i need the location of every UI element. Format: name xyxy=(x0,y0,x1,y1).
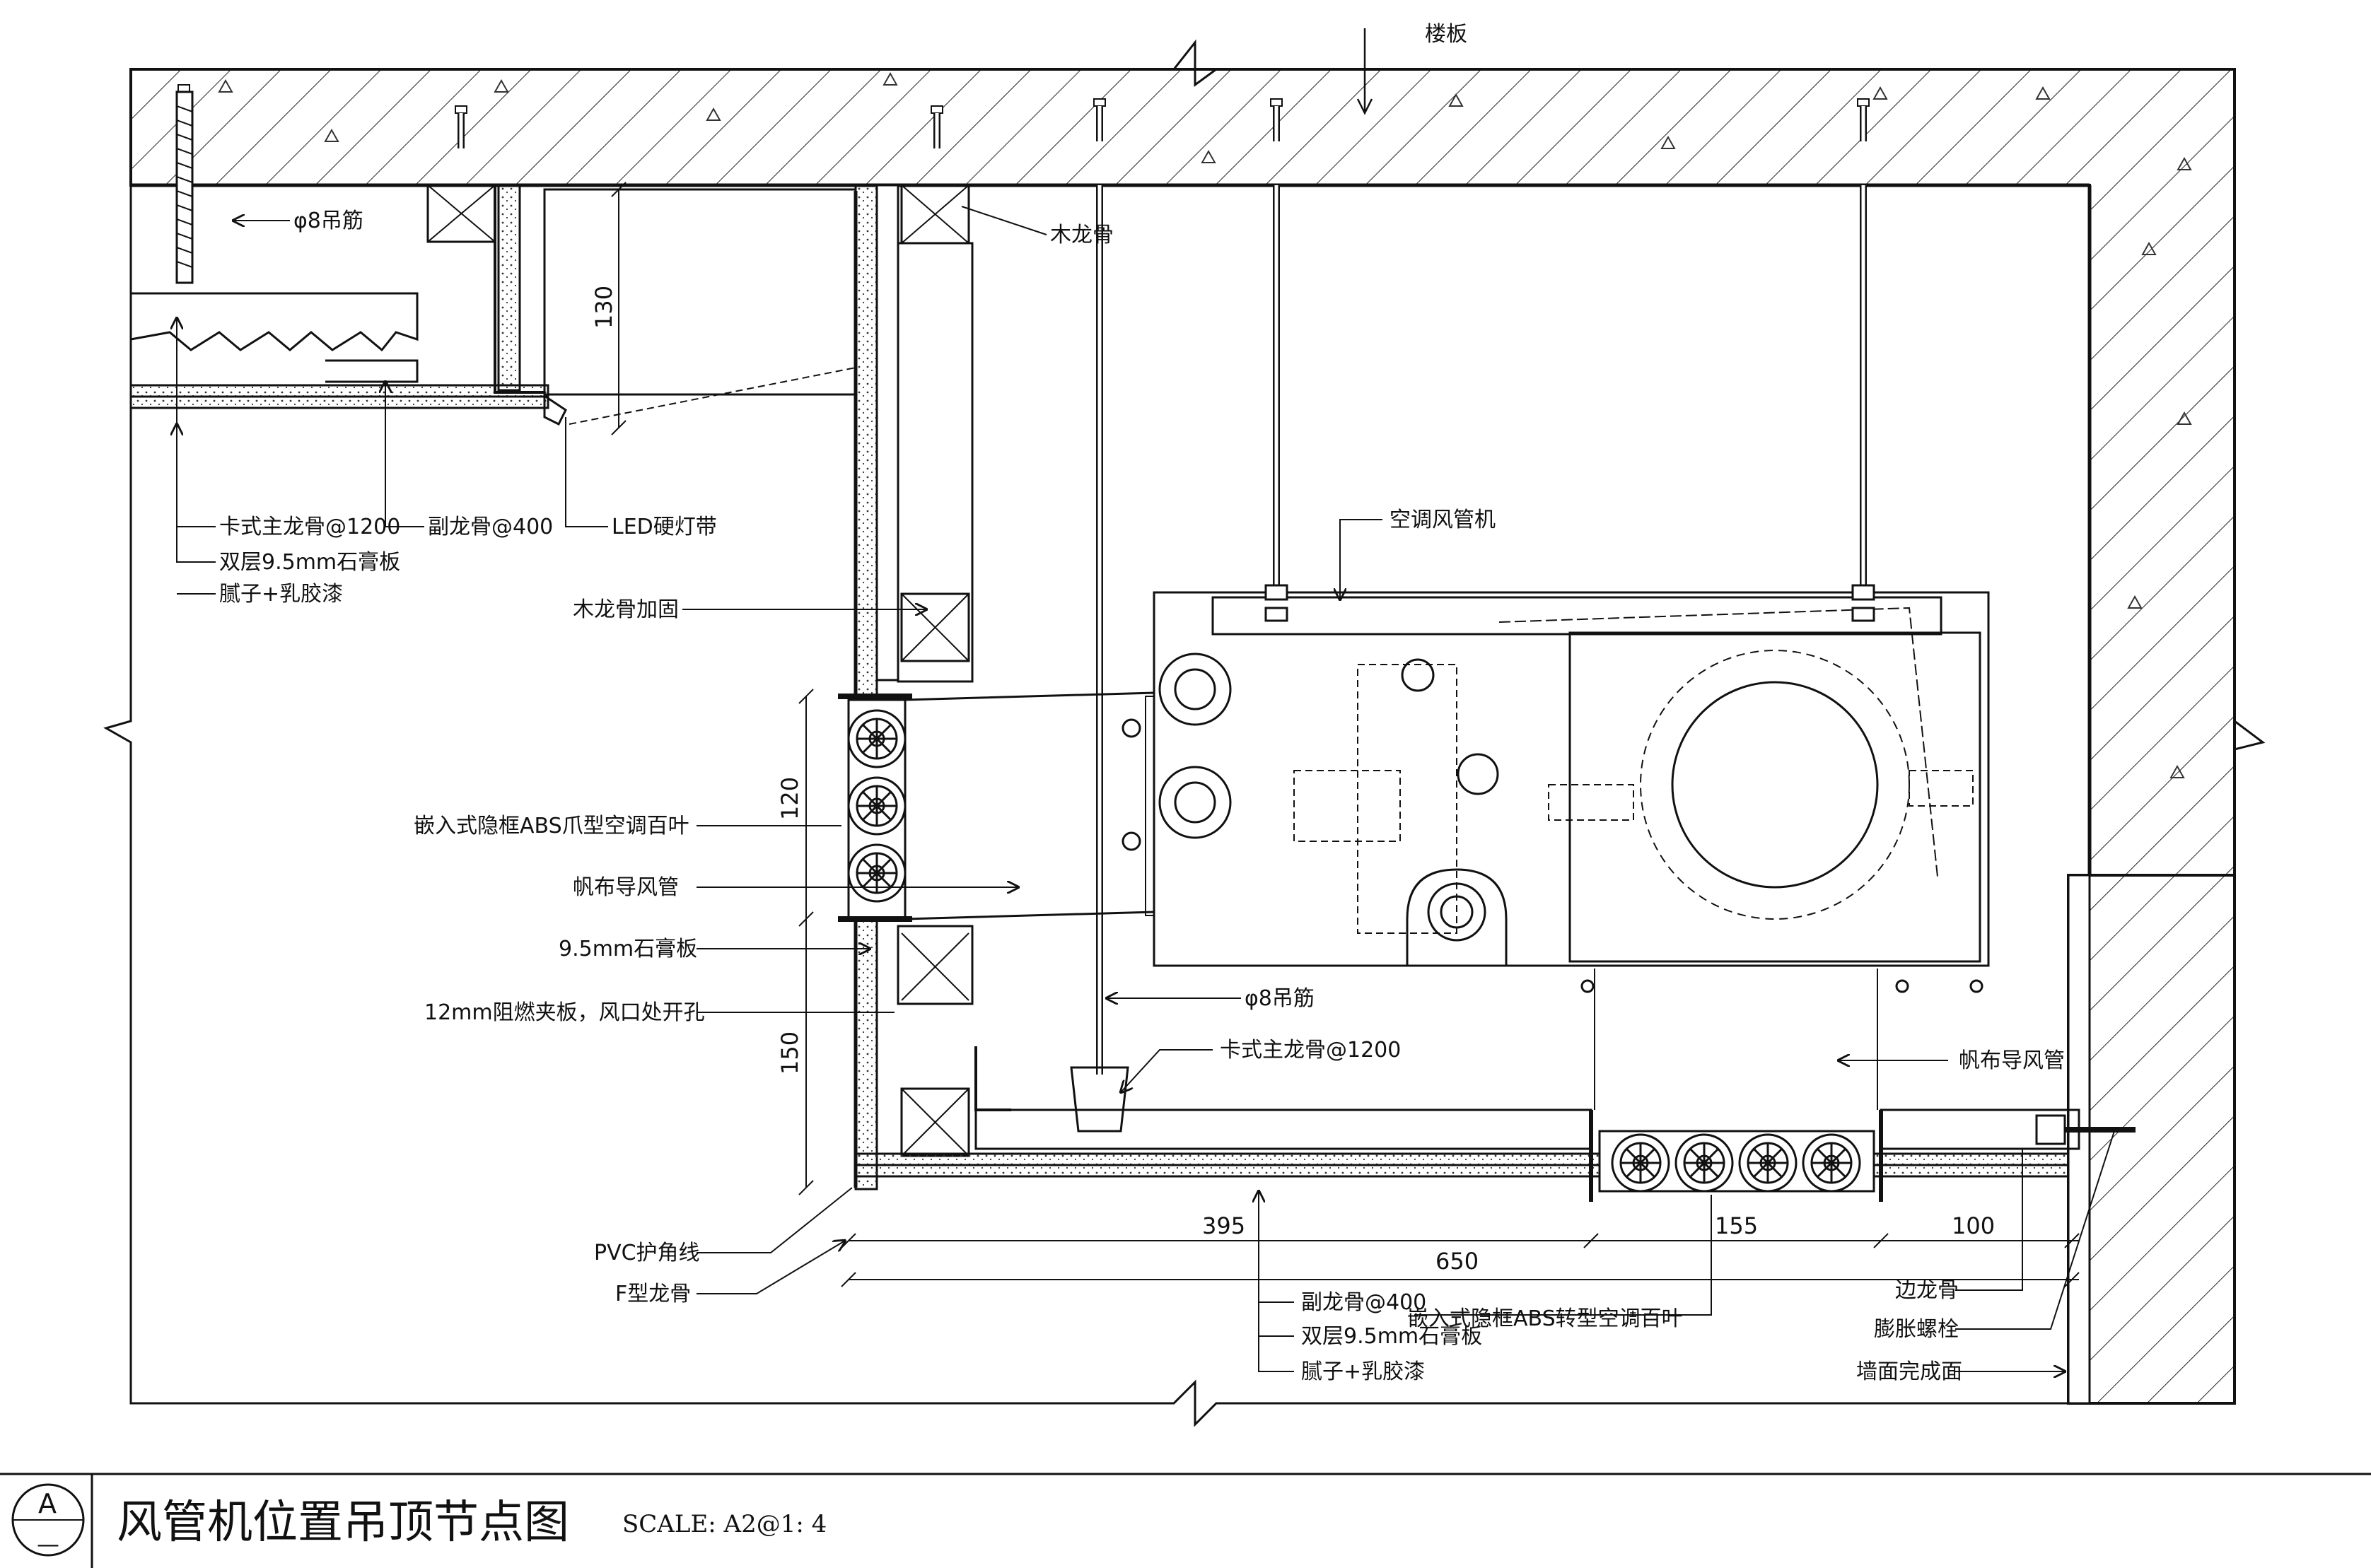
dim-155: 155 xyxy=(1715,1212,1758,1239)
ac-duct-unit xyxy=(1122,591,1990,993)
label-main-keel-mid: 卡式主龙骨@1200 xyxy=(1220,1038,1401,1063)
label-floor-slab: 楼板 xyxy=(1425,22,1467,47)
label-canvas-duct-left: 帆布导风管 xyxy=(573,875,679,900)
wood-keel-top xyxy=(897,106,974,683)
hanger-rods xyxy=(1070,99,1869,1133)
left-grille-stack xyxy=(838,694,912,922)
dimension-lines xyxy=(611,182,2080,1287)
rod-nuts xyxy=(1264,584,1875,622)
label-main-keel-top: 卡式主龙骨@1200 xyxy=(219,515,400,539)
label-hanger-rod-mid: φ8吊筋 xyxy=(1245,986,1315,1011)
label-wood-keel: 木龙骨 xyxy=(1050,223,1114,247)
left-wall-lower xyxy=(897,925,1011,1157)
drawing-scale: SCALE: A2@1: 4 xyxy=(622,1510,827,1538)
canvas-duct xyxy=(904,691,1155,920)
dimension-values: 130 120 150 395 155 100 650 xyxy=(590,286,1995,1275)
light-cove xyxy=(543,184,899,1190)
dim-650: 650 xyxy=(1435,1248,1479,1275)
dim-120: 120 xyxy=(776,777,803,820)
label-pvc-corner: PVC护角线 xyxy=(594,1241,700,1265)
drawing-title: 风管机位置吊顶节点图 xyxy=(117,1497,569,1549)
label-double-gypsum-top: 双层9.5mm石膏板 xyxy=(219,550,400,575)
lower-wall xyxy=(2067,874,2236,1405)
left-ceiling xyxy=(129,85,567,426)
main-ceiling xyxy=(854,969,2136,1202)
label-gypsum-9-5: 9.5mm石膏板 xyxy=(559,937,697,961)
label-rotary-grille: 嵌入式隐框ABS转型空调百叶 xyxy=(1407,1306,1683,1331)
detail-id: A xyxy=(38,1488,57,1519)
label-putty-latex-bottom: 腻子+乳胶漆 xyxy=(1301,1359,1425,1384)
leader-lines xyxy=(177,28,2115,1371)
label-claw-grille: 嵌入式隐框ABS爪型空调百叶 xyxy=(414,814,689,838)
detail-sub: — xyxy=(37,1531,59,1557)
dim-100: 100 xyxy=(1952,1212,1995,1239)
label-expansion-bolt: 膨胀螺栓 xyxy=(1874,1317,1959,1342)
label-led-strip: LED硬灯带 xyxy=(612,515,717,539)
label-secondary-keel-bottom: 副龙骨@400 xyxy=(1301,1290,1426,1315)
label-hanger-rod-top: φ8吊筋 xyxy=(293,209,363,233)
label-f-keel: F型龙骨 xyxy=(615,1282,691,1306)
label-canvas-duct-right: 帆布导风管 xyxy=(1959,1048,2065,1073)
floor-slab xyxy=(129,68,2236,877)
label-secondary-keel-top: 副龙骨@400 xyxy=(428,515,553,539)
label-double-gypsum-bottom: 双层9.5mm石膏板 xyxy=(1301,1324,1482,1349)
dim-150: 150 xyxy=(776,1031,803,1075)
label-putty-latex-top: 腻子+乳胶漆 xyxy=(219,582,343,607)
annotation-labels: 楼板 φ8吊筋 木龙骨 卡式主龙骨@1200 双层9.5mm石膏板 腻子+乳胶漆… xyxy=(219,22,2065,1384)
label-fire-board: 12mm阻燃夹板，风口处开孔 xyxy=(424,1000,705,1025)
title-block: A — 风管机位置吊顶节点图 SCALE: A2@1: 4 xyxy=(0,1473,2371,1568)
label-edge-keel: 边龙骨 xyxy=(1895,1278,1959,1303)
dim-130: 130 xyxy=(590,286,617,329)
label-wood-keel-reinforce: 木龙骨加固 xyxy=(573,597,679,622)
dim-395: 395 xyxy=(1202,1212,1245,1239)
label-wall-finish: 墙面完成面 xyxy=(1856,1359,1962,1384)
drawing-frame xyxy=(103,39,2266,1427)
label-ac-duct-unit: 空调风管机 xyxy=(1390,508,1496,532)
bottom-grille-row xyxy=(1598,1130,1875,1193)
